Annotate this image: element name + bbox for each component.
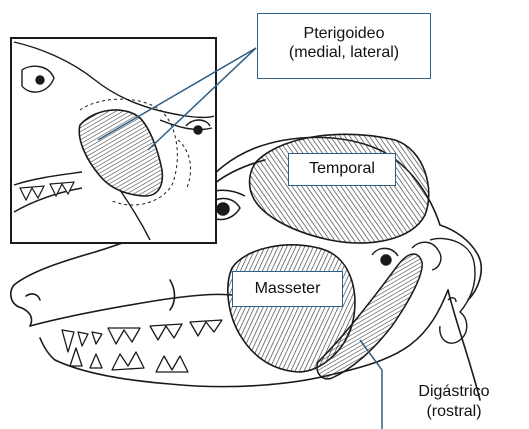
masseter-label: Masseter [232, 271, 343, 307]
pterygoid-label: Pterigoideo (medial, lateral) [257, 13, 431, 79]
temporal-muscle [250, 134, 429, 243]
temporal-label: Temporal [288, 153, 396, 186]
pterygoid-label-line2: (medial, lateral) [258, 43, 430, 62]
masseter-label-text: Masseter [255, 280, 321, 297]
pterygoid-label-line1: Pterigoideo [258, 24, 430, 43]
digastric-label-line1: Digástrico [384, 382, 524, 402]
teeth [62, 320, 222, 372]
temporal-label-text: Temporal [309, 160, 375, 177]
digastric-label: Digástrico (rostral) [384, 382, 524, 426]
digastric-label-line2: (rostral) [384, 402, 524, 422]
